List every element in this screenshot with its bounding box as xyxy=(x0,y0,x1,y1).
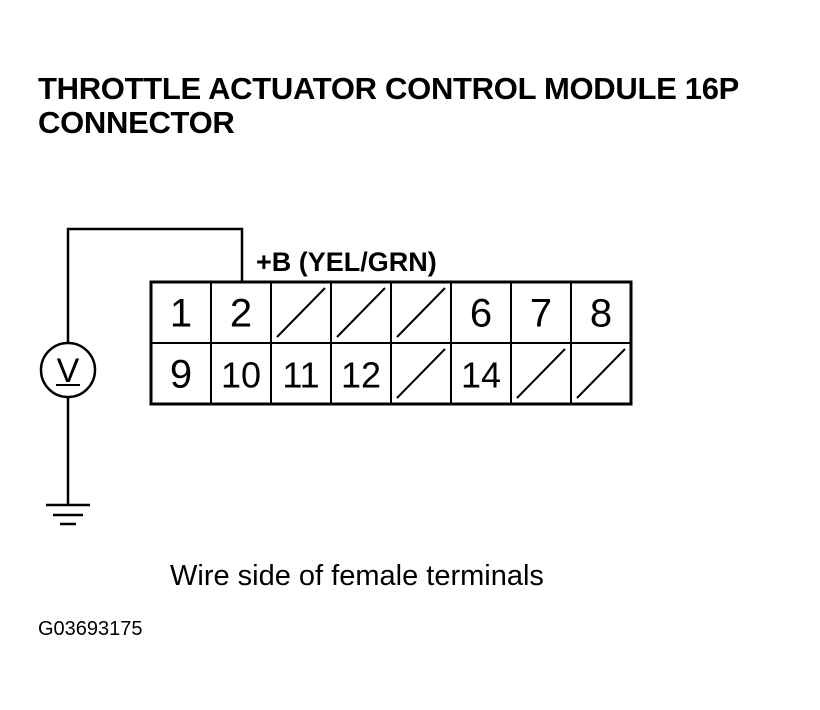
terminal-number: 7 xyxy=(530,292,552,336)
terminal-number: 1 xyxy=(170,292,192,336)
terminal-number: 14 xyxy=(461,355,501,396)
probe-label: +B (YEL/GRN) xyxy=(256,247,437,277)
empty-terminal-slash xyxy=(396,287,446,338)
connector-outline xyxy=(149,280,633,406)
title-line-2: CONNECTOR xyxy=(38,105,235,140)
empty-terminal-slash xyxy=(396,348,446,399)
diagram-title: THROTTLE ACTUATOR CONTROL MODULE 16P CON… xyxy=(38,72,808,140)
empty-terminal-slash xyxy=(516,348,566,399)
terminal-number: 11 xyxy=(282,355,319,396)
figure-id: G03693175 xyxy=(38,618,143,640)
voltmeter-icon: V xyxy=(39,341,97,399)
empty-terminal-slash xyxy=(576,348,626,399)
voltmeter-symbol: V xyxy=(57,352,80,390)
title-line-1: THROTTLE ACTUATOR CONTROL MODULE 16P xyxy=(38,71,740,106)
ground-icon xyxy=(46,503,90,526)
terminal-number: 2 xyxy=(230,292,252,336)
terminal-number: 12 xyxy=(341,355,381,396)
terminal-number: 8 xyxy=(590,292,612,336)
terminal-number: 6 xyxy=(470,292,492,336)
wiring xyxy=(66,227,244,505)
terminal-number: 10 xyxy=(221,355,261,396)
empty-terminal-slash xyxy=(276,287,326,338)
empty-terminal-slash xyxy=(336,287,386,338)
caption: Wire side of female terminals xyxy=(170,560,544,592)
terminal-number: 9 xyxy=(170,353,192,397)
probe-wire xyxy=(66,227,244,343)
